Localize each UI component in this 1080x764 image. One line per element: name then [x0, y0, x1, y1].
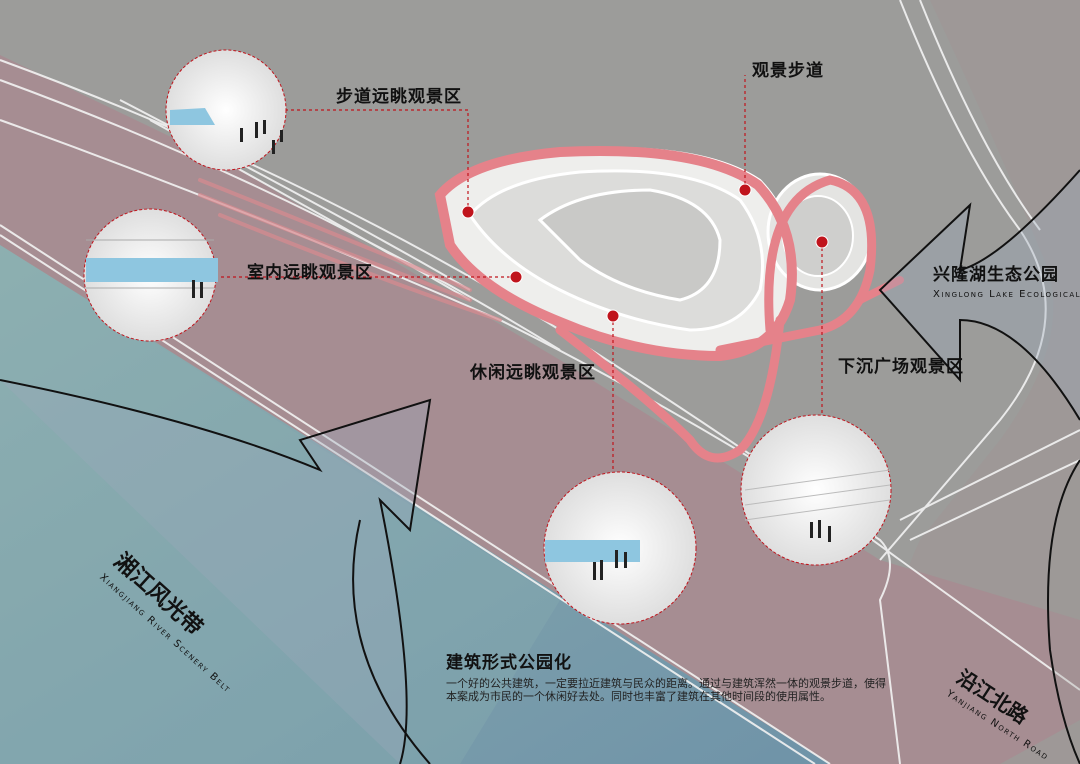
building — [438, 147, 874, 357]
marker-indoor-view — [509, 270, 523, 284]
arrow-road — [1047, 459, 1080, 764]
vignette-leisure-view — [543, 471, 697, 625]
view-markers — [461, 183, 829, 323]
marker-leisure-view — [606, 309, 620, 323]
vignette-indoor-view — [83, 208, 218, 342]
arrow-park — [878, 169, 1080, 421]
flow-arrows — [0, 169, 1080, 764]
label-leisure-view: 休闲远眺观景区 — [470, 363, 596, 383]
label-indoor-view: 室内远眺观景区 — [247, 263, 373, 283]
description-block: 建筑形式公园化 一个好的公共建筑，一定要拉近建筑与民众的距离。通过与建筑浑然一体… — [446, 648, 886, 703]
park-area — [893, 0, 1080, 764]
marker-viewing-walkway — [738, 183, 752, 197]
road-band — [0, 55, 1080, 764]
description-title: 建筑形式公园化 — [446, 653, 572, 673]
marker-walkway-view — [461, 205, 475, 219]
description-body: 一个好的公共建筑，一定要拉近建筑与民众的距离。通过与建筑浑然一体的观景步道，使得… — [446, 677, 886, 703]
area-xinglong-cn: 兴隆湖生态公园 — [933, 265, 1059, 285]
leader-lines — [215, 75, 823, 475]
area-xinglong-en: Xinglong Lake Ecological — [933, 289, 1080, 300]
viewing-walkway-ribbon — [198, 145, 904, 463]
view-vignettes — [83, 49, 892, 625]
label-sunken-plaza-view: 下沉广场观景区 — [838, 357, 964, 377]
label-walkway-view: 步道远眺观景区 — [336, 87, 462, 107]
arrow-river-up — [0, 379, 432, 764]
label-viewing-walkway: 观景步道 — [752, 61, 824, 81]
vignette-walkway-view — [165, 49, 287, 171]
vignette-sunken-plaza-view — [740, 414, 892, 566]
marker-sunken-plaza — [815, 235, 829, 249]
